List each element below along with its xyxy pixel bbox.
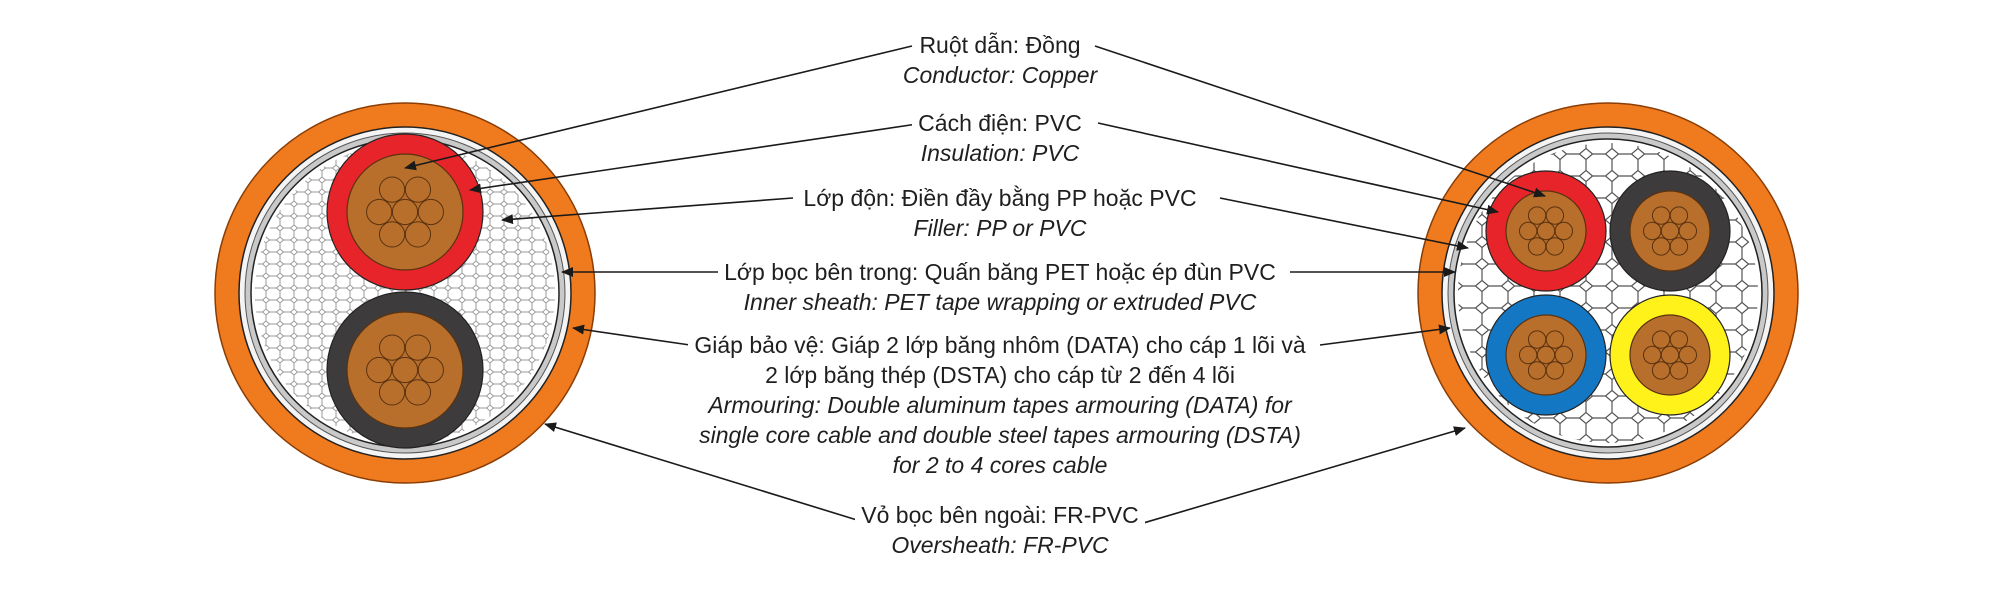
core-red-conductor-strand [404,176,432,203]
core-red-conductor-strand [378,176,406,203]
core-blue-conductor-strand [1527,330,1547,349]
core-black-conductor-strand [1651,206,1671,225]
core-blue-conductor-strand [1545,330,1565,349]
core-yellow-conductor-strand [1678,345,1698,365]
core-blue-conductor-strand [1536,345,1556,365]
label-inner-sheath-en: Inner sheath: PET tape wrapping or extru… [743,289,1257,315]
label-filler-vi: Lớp độn: Điền đầy bằng PP hoặc PVC [797,185,1203,211]
label-inner-sheath: Lớp bọc bên trong: Quấn băng PET hoặc ép… [500,257,1500,317]
core-red-conductor-strand [1518,221,1538,241]
core-blue-conductor-strand [1545,361,1565,380]
core-black-conductor-strand [378,334,406,361]
label-oversheath: Vỏ bọc bên ngoài: FR-PVC Oversheath: FR-… [500,500,1500,560]
leader-arrow-0 [404,45,913,171]
leader-arrow-4 [501,197,794,225]
core-black-conductor-strand [1678,221,1698,241]
core-black-conductor-strand [417,356,444,384]
label-oversheath-vi: Vỏ bọc bên ngoài: FR-PVC [855,502,1145,528]
core-black-conductor-strand [366,356,393,384]
leader-lines [404,45,1546,525]
label-conductor: Ruột dẫn: Đồng Conductor: Copper [500,30,1500,90]
core-black-conductor-strand [391,356,419,384]
label-filler-en: Filler: PP or PVC [913,215,1087,241]
core-red-conductor-strand [404,221,432,248]
core-black-conductor-strand [1669,237,1689,256]
core-black-conductor-strand [1642,221,1662,241]
core-red-conductor-strand [366,198,393,226]
core-yellow-conductor-strand [1660,345,1680,365]
core-black-conductor-strand [1660,221,1680,241]
core-black-conductor-strand [404,334,432,361]
label-armouring-en-2: single core cable and double steel tapes… [699,422,1301,448]
leader-arrow-1 [1094,45,1546,198]
four-core-cable [1417,102,1799,484]
core-red-conductor-strand [1545,237,1565,256]
core-red-conductor-strand [378,221,406,248]
core-black-conductor-strand [404,379,432,406]
label-armouring-vi-1: Giáp bảo vệ: Giáp 2 lớp băng nhôm (DATA)… [688,332,1312,358]
core-yellow-conductor-strand [1651,361,1671,380]
leader-arrow-3 [1097,122,1499,215]
leader-arrow-11 [1139,426,1466,525]
core-black-conductor-strand [1651,237,1671,256]
core-blue-conductor-strand [1554,345,1574,365]
filler [1458,143,1758,443]
core-black-conductor-strand [378,379,406,406]
label-conductor-en: Conductor: Copper [902,62,1098,88]
label-inner-sheath-vi: Lớp bọc bên trong: Quấn băng PET hoặc ép… [718,259,1282,285]
core-yellow-conductor-strand [1669,361,1689,380]
label-insulation-en: Insulation: PVC [920,140,1080,166]
two-core-cable [214,102,596,484]
leader-arrow-5 [1219,197,1469,251]
core-red-conductor-strand [1527,237,1547,256]
label-conductor-vi: Ruột dẫn: Đồng [913,32,1087,58]
core-red-conductor-strand [1554,221,1574,241]
label-oversheath-en: Oversheath: FR-PVC [891,532,1109,558]
leader-arrow-9 [1319,324,1451,346]
leader-arrow-8 [572,324,691,346]
core-blue-conductor-strand [1518,345,1538,365]
label-armouring-en-3: for 2 to 4 cores cable [892,452,1108,478]
leader-arrow-10 [544,422,871,525]
label-insulation: Cách điện: PVC Insulation: PVC [500,108,1500,168]
label-armouring-en-1: Armouring: Double aluminum tapes armouri… [708,392,1292,418]
core-yellow-conductor-strand [1651,330,1671,349]
core-red-conductor-strand [1545,206,1565,225]
core-yellow-conductor-strand [1642,345,1662,365]
core-red-conductor-strand [1536,221,1556,241]
core-yellow-conductor-strand [1669,330,1689,349]
core-blue-conductor-strand [1527,361,1547,380]
core-red-conductor-strand [391,198,419,226]
label-insulation-vi: Cách điện: PVC [912,110,1088,136]
label-filler: Lớp độn: Điền đầy bằng PP hoặc PVC Fille… [500,183,1500,243]
core-black-conductor-strand [1669,206,1689,225]
label-armouring-vi-2: 2 lớp băng thép (DSTA) cho cáp từ 2 đến … [765,362,1235,388]
core-red-conductor-strand [417,198,444,226]
label-armouring: Giáp bảo vệ: Giáp 2 lớp băng nhôm (DATA)… [500,330,1500,480]
leader-arrow-2 [469,122,925,194]
core-red-conductor-strand [1527,206,1547,225]
